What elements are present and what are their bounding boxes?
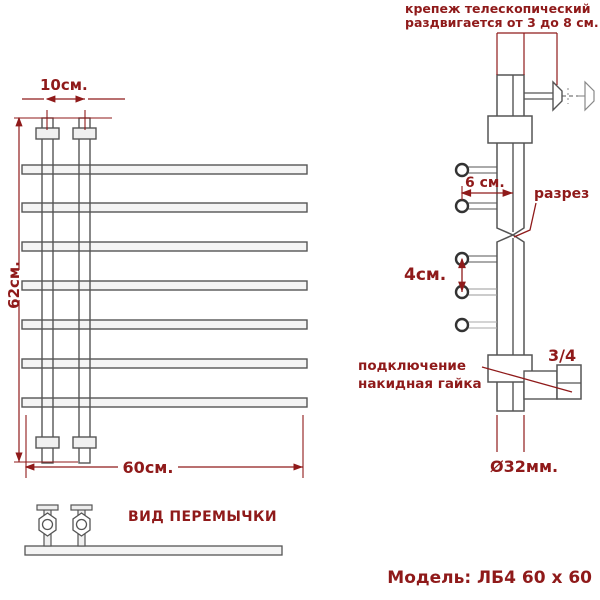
- dimension-pipe-diameter: Ø32мм.: [490, 415, 558, 476]
- dimension-label-tube-spacing: 10см.: [40, 76, 88, 94]
- note-telescopic-line2: раздвигается от 3 до 8 см.: [405, 15, 599, 30]
- connection-pipe: [523, 370, 558, 400]
- bridge-clamp-2-bore: [75, 518, 88, 531]
- dimension-label-width: 60см.: [123, 458, 174, 477]
- telescopic-cone-2: [584, 80, 595, 112]
- union-nut: [556, 364, 582, 400]
- note-section-label: разрез: [534, 186, 589, 202]
- dimension-label-pipe-diameter: Ø32мм.: [490, 457, 558, 476]
- telescopic-cone-1: [552, 80, 563, 112]
- side-view-rung-end-1: [454, 162, 497, 178]
- side-view-rung-end-5: [454, 317, 497, 333]
- rung-end-2-cap: [454, 198, 470, 214]
- bridge-clamp-2: [70, 504, 93, 547]
- rung-4: [21, 280, 308, 291]
- rung-5: [21, 319, 308, 330]
- bridge-clamp-1-cap: [36, 504, 59, 511]
- bridge-clamp-1: [36, 504, 59, 547]
- front-view: [21, 117, 308, 464]
- bridge-view-label: ВИД ПЕРЕМЫЧКИ: [128, 509, 277, 525]
- bridge-view-bar: [24, 545, 283, 556]
- connection-assembly: [523, 364, 582, 400]
- side-view: [454, 74, 595, 412]
- note-thread-size: 3/4: [548, 346, 576, 365]
- side-view-bracket-top: [487, 115, 533, 144]
- rung-3: [21, 241, 308, 252]
- note-section: разрез: [513, 186, 589, 238]
- note-telescopic-line1: крепеж телескопический: [405, 1, 591, 16]
- leader-section: [513, 202, 537, 238]
- side-view-tube-lower: [496, 234, 525, 412]
- telescopic-mount: [524, 80, 595, 112]
- dimension-height: 62см.: [5, 116, 112, 463]
- note-connection-line1: подключение: [358, 358, 466, 374]
- model-title: Модель: ЛБ4 60 х 60: [387, 568, 592, 588]
- note-connection-line2: накидная гайка: [358, 376, 482, 392]
- bridge-clamp-2-cap: [70, 504, 93, 511]
- dimension-mount-offset: 6 см.: [460, 175, 513, 200]
- note-telescopic-mount: крепеж телескопический раздвигается от 3…: [405, 1, 599, 85]
- note-thread-size-label: 3/4: [548, 346, 576, 365]
- rung-1: [21, 164, 308, 175]
- bridge-view: ВИД ПЕРЕМЫЧКИ: [24, 504, 283, 556]
- dimension-label-height: 62см.: [5, 261, 23, 309]
- leader-connection: [481, 366, 573, 393]
- rung-6: [21, 358, 308, 369]
- collar-bottom-left: [35, 436, 60, 449]
- note-connection: подключение накидная гайка: [358, 358, 573, 393]
- dimension-tube-spacing: 10см.: [22, 76, 125, 130]
- rung-7: [21, 397, 308, 408]
- dimension-label-rung-pitch: 4см.: [404, 265, 446, 285]
- rung-end-5-cap: [454, 317, 470, 333]
- rung-end-1-cap: [454, 162, 470, 178]
- collar-bottom-right: [72, 436, 97, 449]
- dimension-width: 60см.: [24, 415, 304, 478]
- rung-2: [21, 202, 308, 213]
- bridge-clamp-1-bore: [41, 518, 54, 531]
- front-view-collars-bottom: [35, 436, 97, 449]
- side-view-tube-upper: [496, 74, 525, 236]
- dimension-rung-pitch: 4см.: [404, 257, 466, 292]
- dimension-label-mount-offset: 6 см.: [465, 175, 505, 191]
- front-view-rungs: [21, 164, 308, 408]
